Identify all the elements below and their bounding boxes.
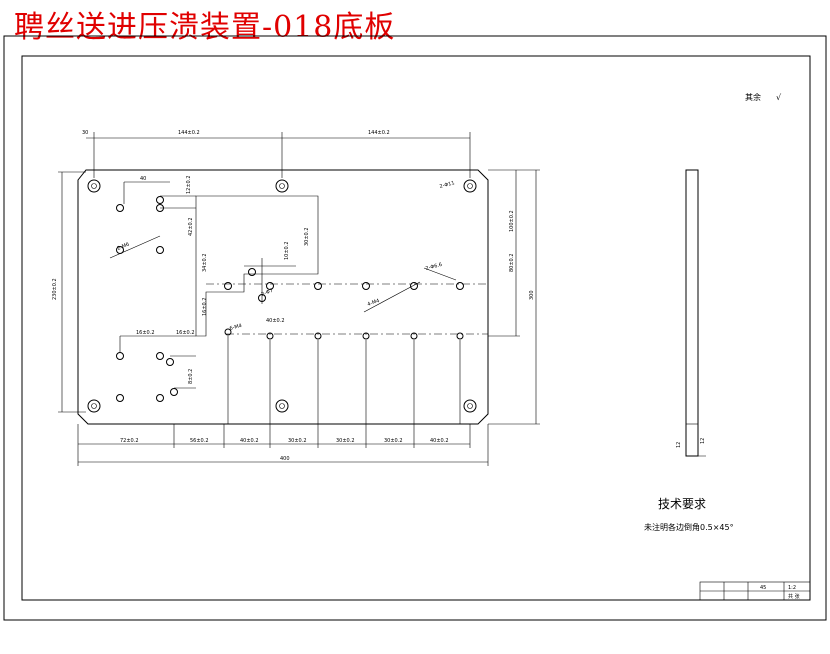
svg-text:16±0.2: 16±0.2: [176, 330, 195, 336]
title-block-sheet: 共 张: [788, 593, 800, 600]
title-block: 45 1:2 共 张: [699, 581, 811, 601]
svg-text:42±0.2: 42±0.2: [188, 217, 194, 236]
hole-note-1: 2-M6: [117, 242, 131, 252]
dim-right-total: 300: [529, 290, 535, 300]
corner-holes: [87, 179, 477, 413]
svg-text:12±0.2: 12±0.2: [186, 175, 192, 194]
dim-right-height-2: 80±0.2: [509, 253, 515, 272]
dim-top-span-1: 144±0.2: [178, 130, 200, 136]
dim-bottom-seg-6: 30±0.2: [384, 438, 403, 444]
corner-note: 其余: [745, 92, 761, 102]
inner-border: [21, 55, 811, 601]
roughness-symbol: √: [776, 93, 782, 102]
dim-bottom-seg-4: 30±0.2: [288, 438, 307, 444]
outer-border: [3, 35, 827, 621]
dim-right-height-1: 100±0.2: [509, 210, 515, 232]
hole-row-lower: [224, 328, 464, 424]
hole-note-top-right: 2-Φ11: [439, 180, 455, 190]
dim-bottom-seg-2: 56±0.2: [190, 438, 209, 444]
hole-group-upper-left: [109, 181, 196, 259]
hole-note-4: 6-M4: [229, 323, 243, 332]
svg-text:12: 12: [700, 438, 706, 444]
drawing-title: 聘丝送进压溃装置-018底板: [14, 10, 396, 45]
dim-bottom-total: 400: [280, 456, 290, 462]
dim-hole-x: 40: [140, 176, 146, 182]
inner-step: [195, 195, 319, 337]
dim-bottom-seg-7: 40±0.2: [430, 438, 449, 444]
svg-text:10±0.2: 10±0.2: [284, 241, 290, 260]
tech-req-heading: 技术要求: [658, 497, 706, 511]
svg-text:30±0.2: 30±0.2: [304, 227, 310, 246]
dim-bottom-seg-3: 40±0.2: [240, 438, 259, 444]
hole-note-2: 2-Φ7: [261, 288, 274, 298]
dim-bottom-seg-5: 30±0.2: [336, 438, 355, 444]
hole-row-middle: [224, 258, 464, 304]
hole-group-lower-left: [116, 335, 196, 402]
dim-top-left-small: 30: [82, 130, 88, 136]
dim-bottom-seg-1: 72±0.2: [120, 438, 139, 444]
svg-text:8±0.2: 8±0.2: [188, 369, 194, 384]
dim-left-height: 230±0.2: [52, 278, 58, 300]
hole-note-5: 2-Φ6.6: [425, 262, 443, 272]
dim-top-span-2: 144±0.2: [368, 130, 390, 136]
svg-text:16±0.2: 16±0.2: [202, 297, 208, 316]
plate-outline: [77, 169, 489, 425]
side-view: [685, 169, 699, 457]
side-thickness: 12: [676, 442, 682, 448]
hole-note-3: 4-M4: [367, 298, 381, 308]
title-block-material: 45: [760, 585, 766, 591]
svg-text:16±0.2: 16±0.2: [136, 330, 155, 336]
tech-req-line1: 未注明各边倒角0.5×45°: [644, 522, 734, 532]
title-block-scale: 1:2: [788, 585, 796, 591]
svg-text:34±0.2: 34±0.2: [202, 253, 208, 272]
svg-text:40±0.2: 40±0.2: [266, 318, 285, 324]
